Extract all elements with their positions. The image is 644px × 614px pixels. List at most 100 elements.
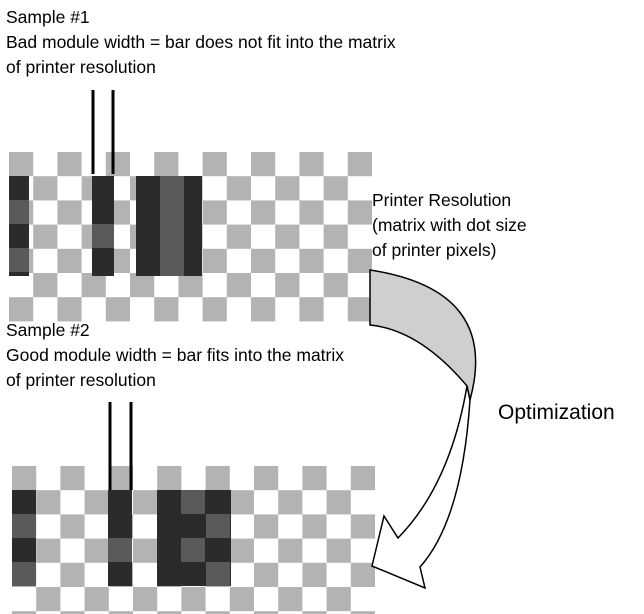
matrix-dot: [178, 273, 203, 298]
sample2-bar-shade: [206, 514, 230, 538]
matrix-dot: [9, 152, 34, 177]
matrix-dot: [326, 538, 351, 563]
matrix-dot: [84, 490, 109, 515]
matrix-dot: [347, 152, 372, 177]
matrix-dot: [60, 611, 85, 614]
matrix-dot: [350, 466, 375, 491]
matrix-dot: [57, 200, 82, 225]
matrix-dot: [105, 297, 130, 322]
matrix-dot: [12, 611, 37, 614]
sample1-bars: [9, 176, 202, 276]
matrix-dot: [81, 273, 106, 298]
matrix-dot: [302, 514, 327, 539]
matrix-dot: [60, 562, 85, 587]
sample1-title: Sample #1: [6, 7, 90, 27]
sample2-bar-shade: [12, 514, 36, 538]
matrix-dot: [229, 538, 254, 563]
sample2-bar-shade: [108, 538, 132, 562]
sample2-bars: [12, 490, 231, 586]
matrix-dot: [154, 152, 179, 177]
sample2-description-line2: of printer resolution: [6, 370, 156, 390]
matrix-dot: [57, 152, 82, 177]
matrix-dot: [202, 248, 227, 273]
matrix-dot: [226, 176, 251, 201]
matrix-dot: [302, 466, 327, 491]
matrix-dot: [278, 587, 303, 612]
matrix-dot: [108, 466, 133, 491]
matrix-dot: [254, 611, 279, 614]
sample1-bar-shade: [9, 200, 29, 224]
matrix-dot: [60, 466, 85, 491]
sample1-printer-matrix: [9, 152, 372, 322]
matrix-dot: [181, 587, 206, 612]
matrix-dot: [251, 248, 276, 273]
matrix-dot: [229, 490, 254, 515]
matrix-dot: [36, 538, 61, 563]
matrix-dot: [226, 273, 251, 298]
sample2-bar-shade: [181, 538, 205, 562]
matrix-dot: [157, 611, 182, 614]
matrix-dot: [33, 176, 58, 201]
matrix-dot: [36, 490, 61, 515]
matrix-dot: [105, 152, 130, 177]
matrix-dot: [323, 273, 348, 298]
matrix-dot: [133, 490, 158, 515]
matrix-dot: [299, 200, 324, 225]
sample1-bar-shade: [92, 224, 114, 248]
matrix-dot: [278, 490, 303, 515]
matrix-dot: [157, 466, 182, 491]
printer-resolution-label-line2: (matrix with dot size: [372, 215, 527, 235]
matrix-dot: [226, 224, 251, 249]
sample2-bar-shade: [12, 562, 36, 586]
matrix-dot: [350, 611, 375, 614]
matrix-dot: [205, 466, 230, 491]
optimization-label: Optimization: [498, 401, 615, 424]
sample2-bar-shade: [206, 562, 230, 586]
matrix-dot: [33, 224, 58, 249]
matrix-dot: [251, 152, 276, 177]
matrix-dot: [275, 176, 300, 201]
matrix-dot: [12, 466, 37, 491]
matrix-dot: [275, 273, 300, 298]
matrix-dot: [302, 562, 327, 587]
sample2-title: Sample #2: [6, 320, 90, 340]
matrix-dot: [33, 273, 58, 298]
matrix-dot: [57, 248, 82, 273]
matrix-dot: [202, 297, 227, 322]
sample1-description-line2: of printer resolution: [6, 57, 156, 77]
matrix-dot: [347, 200, 372, 225]
matrix-dot: [350, 562, 375, 587]
matrix-dot: [108, 611, 133, 614]
matrix-dot: [347, 248, 372, 273]
matrix-dot: [326, 490, 351, 515]
sample1-bar-shade: [9, 248, 29, 272]
sample1-description-line1: Bad module width = bar does not fit into…: [6, 32, 396, 52]
matrix-dot: [323, 224, 348, 249]
matrix-dot: [229, 587, 254, 612]
matrix-dot: [254, 466, 279, 491]
optimization-arrow-upper-band: [369, 269, 477, 401]
optimization-arrow-head: [371, 385, 471, 590]
matrix-dot: [302, 611, 327, 614]
sample2-bar-shade: [181, 490, 205, 514]
matrix-dot: [84, 587, 109, 612]
matrix-dot: [251, 297, 276, 322]
matrix-dot: [251, 200, 276, 225]
matrix-dot: [254, 514, 279, 539]
matrix-dot: [205, 611, 230, 614]
matrix-dot: [84, 538, 109, 563]
matrix-dot: [299, 152, 324, 177]
matrix-dot: [299, 248, 324, 273]
matrix-dot: [326, 587, 351, 612]
matrix-dot: [60, 514, 85, 539]
sample1-bar-shade: [160, 176, 184, 276]
matrix-dot: [130, 273, 155, 298]
matrix-dot: [36, 587, 61, 612]
matrix-dot: [254, 562, 279, 587]
matrix-dot: [57, 297, 82, 322]
matrix-dot: [202, 200, 227, 225]
matrix-dot: [299, 297, 324, 322]
matrix-dot: [133, 538, 158, 563]
matrix-dot: [278, 538, 303, 563]
